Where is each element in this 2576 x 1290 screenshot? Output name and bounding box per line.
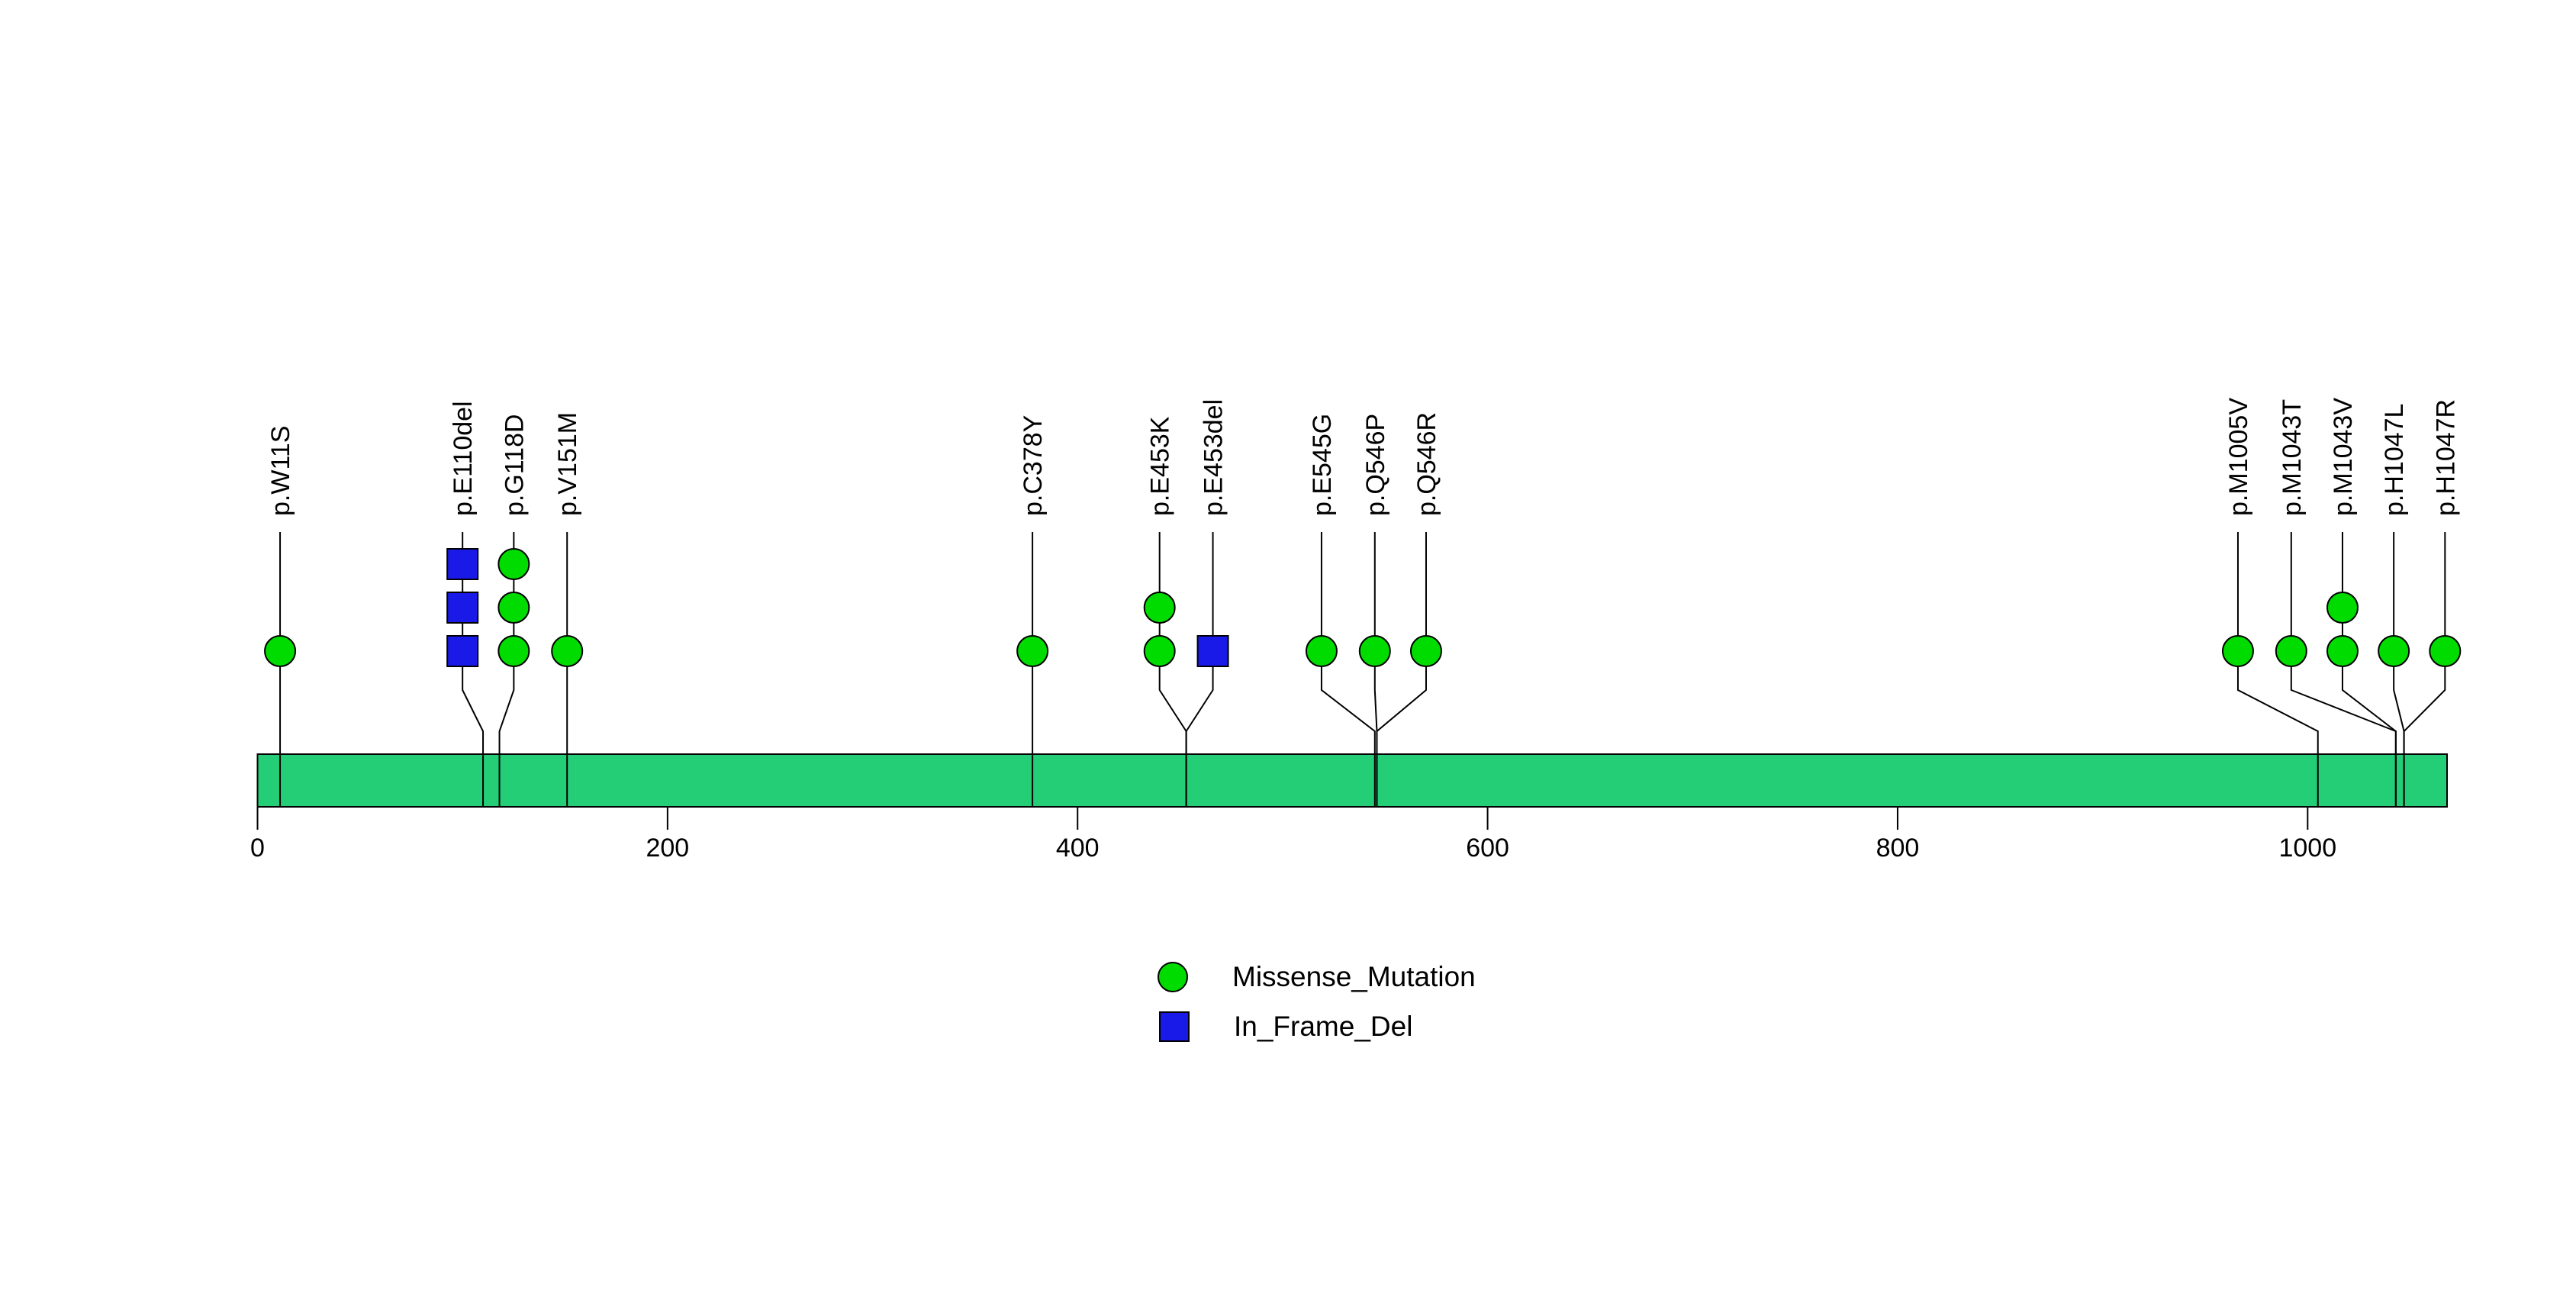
- mutation-label: p.E453del: [1199, 399, 1228, 516]
- mutation-marker: [551, 635, 584, 667]
- protein-bar: [256, 753, 2449, 808]
- axis-tick-label: 600: [1466, 834, 1509, 863]
- axis-tick-label: 1000: [2278, 834, 2336, 863]
- mutation-marker: [497, 592, 530, 624]
- axis-tick-label: 400: [1056, 834, 1100, 863]
- mutation-marker: [497, 635, 530, 667]
- mutation-stem: [1376, 532, 1427, 807]
- mutation-label: p.Q546R: [1412, 412, 1441, 516]
- axis-tick-label: 800: [1876, 834, 1920, 863]
- mutation-marker: [446, 592, 479, 624]
- mutation-marker: [2221, 635, 2254, 667]
- mutation-stem: [2403, 532, 2446, 807]
- axis-tick-label: 200: [646, 834, 689, 863]
- mutation-label: p.Q546P: [1361, 414, 1390, 516]
- mutation-marker: [2429, 635, 2462, 667]
- mutation-label: p.E453K: [1146, 416, 1175, 516]
- mutation-marker: [1409, 635, 1442, 667]
- mutation-marker: [1305, 635, 1338, 667]
- mutation-marker: [1358, 635, 1391, 667]
- mutation-label: p.E545G: [1308, 414, 1337, 516]
- mutation-marker: [2326, 592, 2359, 624]
- axis-tick-label: 0: [250, 834, 265, 863]
- mutation-marker: [2275, 635, 2307, 667]
- mutation-marker: [1143, 592, 1176, 624]
- mutation-label: p.G118D: [500, 414, 529, 516]
- mutation-marker: [2378, 635, 2410, 667]
- mutation-marker: [264, 635, 297, 667]
- mutation-marker: [446, 548, 479, 580]
- mutation-label: p.H1047R: [2431, 399, 2460, 516]
- mutation-stem: [1185, 532, 1214, 807]
- mutation-label: p.H1047L: [2380, 404, 2409, 516]
- mutation-label: p.W11S: [266, 426, 295, 516]
- mutation-stem: [1320, 532, 1376, 807]
- mutation-label: p.C378Y: [1019, 415, 1048, 516]
- mutation-label: p.E110del: [449, 401, 478, 516]
- mutation-marker: [446, 635, 479, 667]
- mutation-stem: [2236, 532, 2319, 807]
- mutation-label: p.M1043T: [2278, 399, 2307, 516]
- mutation-marker: [1143, 635, 1176, 667]
- mutation-marker: [1196, 635, 1229, 667]
- mutation-label: p.V151M: [553, 412, 582, 516]
- mutation-marker: [497, 548, 530, 580]
- mutation-marker: [1016, 635, 1049, 667]
- mutation-marker: [2326, 635, 2359, 667]
- mutation-label: p.M1043V: [2329, 398, 2358, 516]
- mutation-label: p.M1005V: [2224, 398, 2253, 516]
